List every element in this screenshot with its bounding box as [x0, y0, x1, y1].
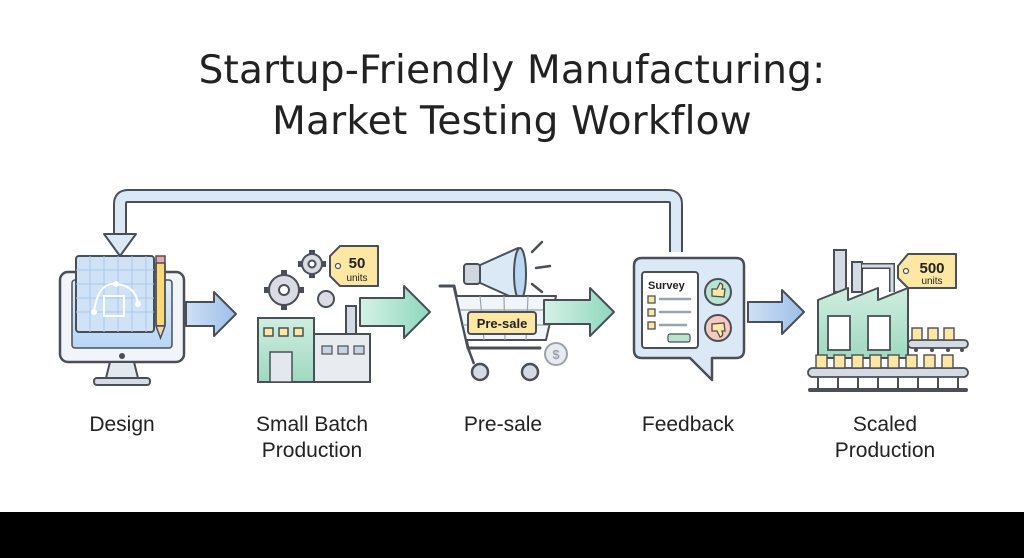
badge-unit-scaled: units: [921, 276, 942, 287]
step-label-small-batch-line1: Small Batch: [255, 413, 369, 436]
diagram-canvas: Startup-Friendly Manufacturing: Market T…: [58, 48, 975, 464]
flow-arrow-3: [543, 287, 615, 337]
step-label-scaled: Scaled Production: [795, 412, 975, 464]
step-label-small-batch: Small Batch Production: [222, 412, 402, 464]
step-label-scaled-line1: Scaled: [852, 413, 918, 436]
step-label-feedback: Feedback: [641, 413, 735, 436]
step-label-design: Design: [89, 413, 155, 436]
step-label-scaled-line2: Production: [834, 439, 936, 462]
page-title-line-1: Startup-Friendly Manufacturing:: [198, 48, 826, 93]
badge-count-scaled: 500: [919, 260, 944, 277]
thumbs-up-icon: [711, 282, 726, 298]
flow-arrow-1: [185, 291, 237, 337]
small-factory-icon: 50 units: [257, 245, 379, 383]
badge-unit-small: units: [346, 273, 367, 284]
step-label-small-batch-line2: Production: [261, 439, 363, 462]
bottom-black-bar: [0, 512, 1024, 558]
workflow-illustration: 50 units: [58, 189, 969, 392]
step-label-presale: Pre-sale: [463, 413, 543, 436]
thumbs-down-icon: [711, 322, 726, 338]
feedback-loop-arrow: [103, 189, 683, 257]
badge-count-small: 50: [349, 255, 366, 272]
computer-blueprint-icon: [58, 255, 186, 386]
flow-arrow-2: [359, 285, 431, 339]
flow-arrow-4: [747, 289, 805, 335]
large-factory-icon: 500 units: [807, 249, 969, 392]
presale-sign-text: Pre-sale: [477, 316, 528, 331]
survey-icon: Survey: [632, 256, 746, 382]
page-title-line-2: Market Testing Workflow: [272, 99, 752, 144]
shopping-cart-icon: Pre-sale $: [438, 240, 568, 382]
survey-title: Survey: [648, 280, 686, 292]
dollar-icon: $: [552, 347, 560, 362]
